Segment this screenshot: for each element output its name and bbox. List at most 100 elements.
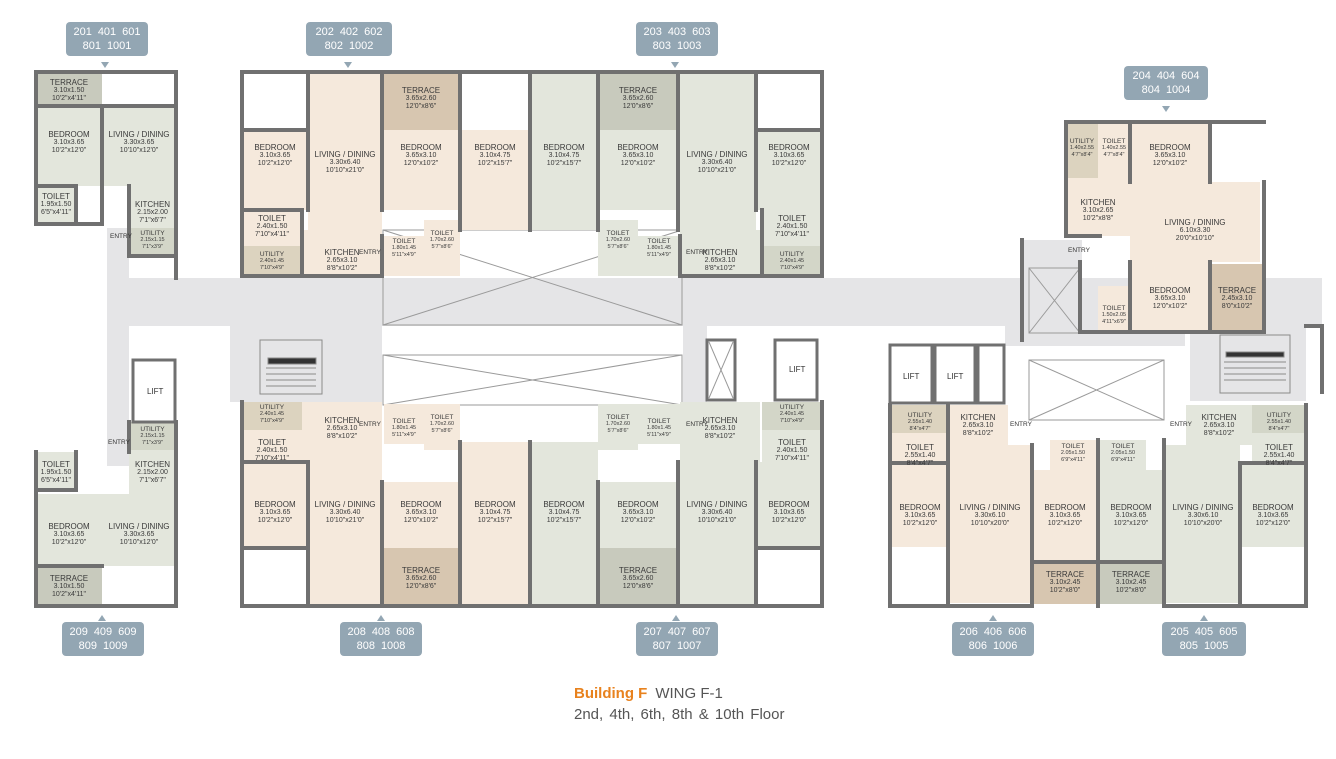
entry-label: ENTRY (359, 421, 381, 428)
room-area (756, 462, 822, 548)
tag-pointer-icon (671, 62, 679, 68)
unit-number: 809 (78, 640, 97, 652)
room-area (129, 186, 176, 230)
room-area (598, 548, 678, 604)
wall-segment (240, 70, 384, 278)
unit-number: 1004 (1165, 84, 1191, 96)
room-area (382, 130, 460, 210)
room-area (756, 130, 822, 210)
unit-number: 803 (652, 40, 671, 52)
unit-number: 406 (983, 626, 1003, 638)
unit-number: 603 (692, 26, 711, 38)
room-area (129, 228, 176, 256)
lift-label: LIFT (789, 365, 806, 374)
unit-number: 602 (364, 26, 383, 38)
unit-number: 1008 (380, 640, 406, 652)
unit-number: 408 (371, 626, 391, 638)
room-area (1252, 405, 1306, 433)
unit-number: 802 (324, 40, 343, 52)
room-area (424, 404, 460, 450)
room-area (598, 482, 678, 548)
unit-number: 601 (122, 26, 141, 38)
unit-number: 804 (1141, 84, 1160, 96)
wall-segment (678, 70, 824, 278)
room-area (892, 433, 948, 463)
unit-number: 203 (643, 26, 662, 38)
room-area (302, 230, 382, 276)
unit-number: 402 (339, 26, 359, 38)
tag-pointer-icon (1162, 106, 1170, 112)
tag-pointer-icon (1200, 615, 1208, 621)
unit-number: 604 (1181, 70, 1200, 82)
wing-name: WING F-1 (655, 685, 723, 702)
wall-segment (34, 184, 78, 226)
unit-number: 801 (82, 40, 101, 52)
entry-label: ENTRY (686, 421, 708, 428)
lift-label: LIFT (903, 372, 920, 381)
room-area (382, 72, 460, 130)
room-area (1032, 562, 1098, 604)
wall-segment (1078, 260, 1266, 334)
room-area (530, 72, 598, 230)
wall-segment (1162, 403, 1308, 608)
unit-number: 607 (692, 626, 711, 638)
room-area (762, 246, 822, 276)
room-area (598, 130, 678, 210)
entry-label: ENTRY (1170, 421, 1192, 428)
unit-number: 205 (1170, 626, 1189, 638)
wall-segment (888, 403, 1034, 608)
room-area (242, 210, 302, 246)
room-area (678, 462, 756, 606)
room-area (384, 404, 424, 444)
room-area (36, 566, 102, 606)
room-area (36, 72, 102, 106)
room-area (36, 494, 102, 566)
unit-number: 401 (97, 26, 117, 38)
room-area (1130, 122, 1210, 182)
unit-number: 807 (652, 640, 671, 652)
lift-label: LIFT (147, 387, 164, 396)
staircase-right (1219, 334, 1291, 394)
wall-segment (34, 70, 104, 226)
room-area (762, 210, 822, 246)
room-fills (36, 72, 1306, 606)
room-area (598, 72, 678, 130)
wall-segment (1304, 324, 1324, 394)
room-area (598, 404, 638, 450)
unit-number: 808 (356, 640, 375, 652)
unit-number: 606 (1008, 626, 1027, 638)
room-area (1098, 286, 1130, 332)
unit-number: 1003 (676, 40, 702, 52)
unit-number: 407 (667, 626, 687, 638)
tag-pointer-icon (344, 62, 352, 68)
wall-segment (528, 400, 824, 608)
wall-segment (127, 184, 178, 258)
room-area (36, 186, 76, 224)
unit-number: 1007 (676, 640, 702, 652)
unit-number: 206 (959, 626, 978, 638)
room-area (242, 402, 302, 430)
entry-label: ENTRY (686, 249, 708, 256)
room-area (762, 430, 822, 462)
entry-label: ENTRY (110, 233, 132, 240)
unit-number: 201 (73, 26, 92, 38)
tag-pointer-icon (98, 615, 106, 621)
unit-number: 806 (968, 640, 987, 652)
room-area (424, 220, 460, 276)
wall-segment (240, 208, 304, 278)
room-area (102, 494, 176, 566)
room-area (1166, 445, 1240, 603)
room-area (1066, 122, 1098, 178)
tag-pointer-icon (101, 62, 109, 68)
unit-number: 1002 (348, 40, 374, 52)
wall-segment (34, 70, 178, 280)
room-area (242, 462, 308, 548)
room-area (308, 462, 382, 606)
entry-label: ENTRY (1010, 421, 1032, 428)
